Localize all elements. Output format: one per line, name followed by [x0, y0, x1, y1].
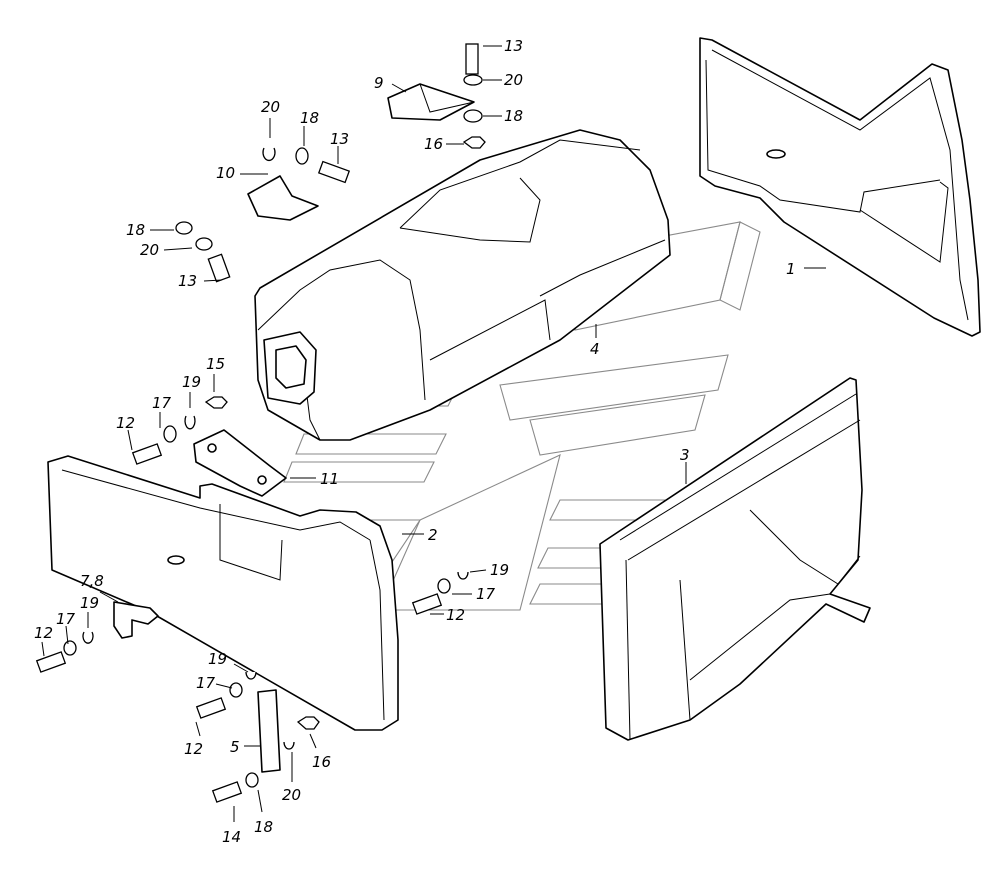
callout-7-8: 7,8: [80, 572, 104, 590]
callout-5: 5: [230, 738, 240, 756]
callout-20: 20: [504, 71, 523, 89]
callout-15: 15: [206, 355, 225, 373]
callout-18: 18: [300, 109, 319, 127]
part-11-bracket: [193, 429, 287, 497]
callout-4: 4: [590, 340, 600, 358]
part-9-bracket: [387, 83, 475, 121]
callout-12: 12: [116, 414, 135, 432]
callout-16: 16: [424, 135, 443, 153]
callout-11: 11: [320, 470, 339, 488]
callout-19: 19: [490, 561, 509, 579]
callout-3: 3: [680, 446, 690, 464]
callout-14: 14: [222, 828, 241, 846]
part-7-8-bracket: [113, 601, 159, 639]
part-10-bracket: [247, 175, 319, 221]
callout-18: 18: [126, 221, 145, 239]
callout-1: 1: [786, 260, 796, 278]
callout-13: 13: [504, 37, 523, 55]
callout-13: 13: [178, 272, 197, 290]
callout-19: 19: [208, 650, 227, 668]
part-1-rear-panel: [699, 37, 981, 337]
callout-20: 20: [140, 241, 159, 259]
part-4-tank-cover: [254, 129, 671, 441]
callout-10: 10: [216, 164, 235, 182]
callout-18: 18: [254, 818, 273, 836]
callout-17: 17: [152, 394, 172, 412]
part-3-side-panel: [599, 377, 871, 741]
callout-12: 12: [446, 606, 465, 624]
callout-20: 20: [282, 786, 301, 804]
callout-19: 19: [182, 373, 201, 391]
part-2-front-panel: [47, 455, 399, 731]
hardware: [35, 43, 486, 803]
callout-labels: 13 20 9 18 16 20 18 13 10 18 20 13 1 4 1…: [34, 37, 796, 846]
callout-19: 19: [80, 594, 99, 612]
callout-12: 12: [184, 740, 203, 758]
callout-17: 17: [476, 585, 496, 603]
callout-9: 9: [374, 74, 384, 92]
leader-lines: [41, 45, 826, 822]
callout-12: 12: [34, 624, 53, 642]
callout-2: 2: [428, 526, 438, 544]
callout-13: 13: [330, 130, 349, 148]
part-5-strap: [257, 689, 281, 773]
callout-17: 17: [56, 610, 76, 628]
callout-18: 18: [504, 107, 523, 125]
callout-16: 16: [312, 753, 331, 771]
callout-17: 17: [196, 674, 216, 692]
callout-20: 20: [261, 98, 280, 116]
